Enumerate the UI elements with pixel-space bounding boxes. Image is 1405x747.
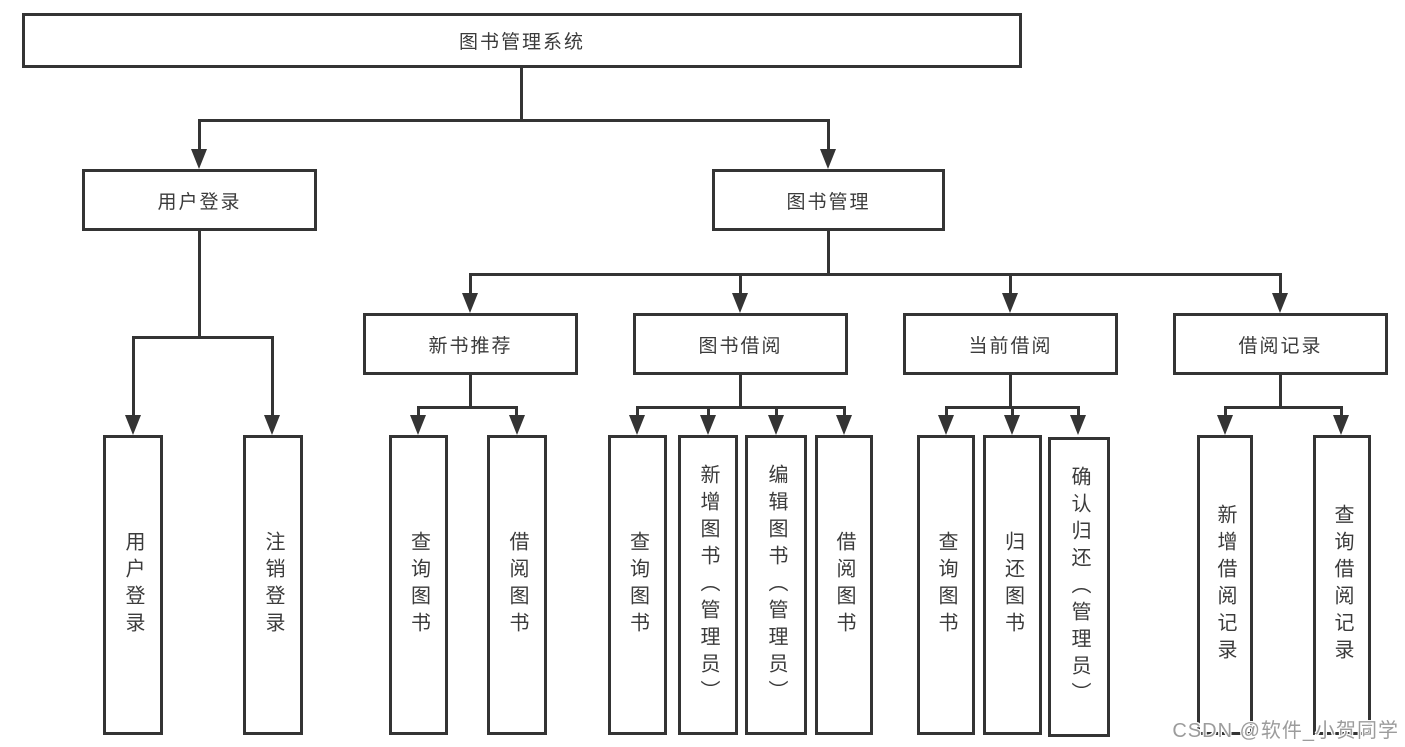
connector: [843, 406, 846, 415]
arrow-down-icon: [700, 415, 716, 435]
leaf-confirm-return-admin: 确认归还（管理员）: [1048, 437, 1110, 737]
connector: [636, 406, 844, 409]
leaf-query-borrow-record: 查询借阅记录: [1313, 435, 1371, 735]
connector: [417, 406, 518, 409]
arrow-down-icon: [1272, 293, 1288, 313]
arrow-down-icon: [1004, 415, 1020, 435]
arrow-down-icon: [768, 415, 784, 435]
connector: [1279, 273, 1282, 293]
connector: [1077, 406, 1080, 415]
connector: [198, 119, 201, 149]
connector: [271, 336, 274, 415]
arrow-down-icon: [732, 293, 748, 313]
connector: [827, 119, 830, 149]
leaf-return-book: 归还图书: [983, 435, 1042, 735]
connector: [132, 336, 274, 339]
connector: [739, 375, 742, 406]
leaf-logout: 注销登录: [243, 435, 303, 735]
connector: [1224, 406, 1342, 409]
connector: [515, 406, 518, 415]
leaf-add-borrow-record: 新增借阅记录: [1197, 435, 1253, 735]
arrow-down-icon: [191, 149, 207, 169]
leaf-query-book-3: 查询图书: [917, 435, 975, 735]
connector: [1340, 406, 1343, 415]
arrow-down-icon: [629, 415, 645, 435]
arrow-down-icon: [509, 415, 525, 435]
connector: [1009, 375, 1012, 406]
arrow-down-icon: [1070, 415, 1086, 435]
leaf-add-book-admin: 新增图书（管理员）: [678, 435, 738, 735]
arrow-down-icon: [1002, 293, 1018, 313]
arrow-down-icon: [820, 149, 836, 169]
arrow-down-icon: [938, 415, 954, 435]
connector: [1009, 273, 1012, 293]
connector: [636, 406, 639, 415]
leaf-edit-book-admin: 编辑图书（管理员）: [745, 435, 807, 735]
connector: [417, 406, 420, 415]
node-book-management: 图书管理: [712, 169, 945, 231]
connector: [198, 119, 830, 122]
arrow-down-icon: [410, 415, 426, 435]
connector: [198, 231, 201, 336]
node-borrow-records: 借阅记录: [1173, 313, 1388, 375]
arrow-down-icon: [836, 415, 852, 435]
arrow-down-icon: [1217, 415, 1233, 435]
leaf-query-book-2: 查询图书: [608, 435, 667, 735]
connector: [469, 273, 1282, 276]
leaf-query-book-1: 查询图书: [389, 435, 448, 735]
connector: [707, 406, 710, 415]
connector: [1279, 375, 1282, 406]
connector: [132, 336, 135, 415]
connector: [1011, 406, 1014, 415]
node-user-login: 用户登录: [82, 169, 317, 231]
node-new-book-recommend: 新书推荐: [363, 313, 578, 375]
connector: [827, 231, 830, 273]
arrow-down-icon: [1333, 415, 1349, 435]
connector: [1224, 406, 1227, 415]
leaf-user-login: 用户登录: [103, 435, 163, 735]
connector: [520, 68, 523, 119]
arrow-down-icon: [125, 415, 141, 435]
connector: [469, 375, 472, 406]
connector: [469, 273, 472, 293]
connector: [775, 406, 778, 415]
connector: [945, 406, 948, 415]
connector: [739, 273, 742, 293]
node-current-borrow: 当前借阅: [903, 313, 1118, 375]
arrow-down-icon: [264, 415, 280, 435]
node-book-borrow: 图书借阅: [633, 313, 848, 375]
leaf-borrow-book-2: 借阅图书: [815, 435, 873, 735]
leaf-borrow-book-1: 借阅图书: [487, 435, 547, 735]
node-root: 图书管理系统: [22, 13, 1022, 68]
watermark: CSDN @软件_小贺同学: [1172, 720, 1399, 742]
arrow-down-icon: [462, 293, 478, 313]
